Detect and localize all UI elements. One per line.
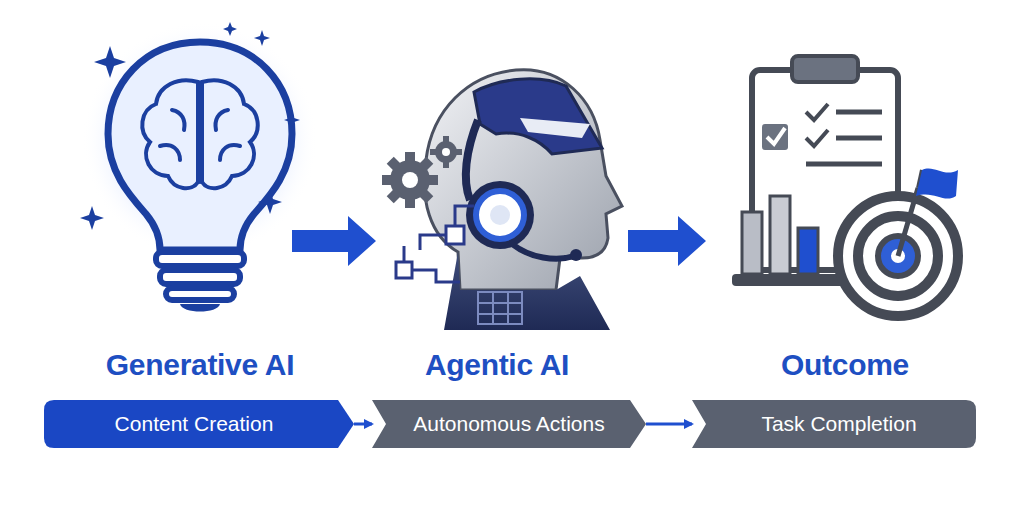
stage-band: Content Creation [44,400,354,448]
robot-head-icon [382,70,622,330]
stage-label: Task Completion [761,412,916,436]
column-heading: Generative AI [106,348,294,382]
stage-label: Autonomous Actions [413,412,604,436]
band-outline [692,400,976,448]
stage-label: Content Creation [115,412,274,436]
band-outline [44,400,354,448]
stage-connector [354,423,372,426]
stage-band: Task Completion [692,400,976,448]
stage-band: Autonomous Actions [372,400,646,448]
column-heading: Agentic AI [425,348,569,382]
outcome-icon [732,56,958,316]
flow-arrow [628,216,706,266]
stage-connector [646,423,692,426]
lightbulb-icon [80,22,318,312]
flow-arrow [292,216,376,266]
column-heading: Outcome [781,348,909,382]
band-outline [372,400,646,448]
